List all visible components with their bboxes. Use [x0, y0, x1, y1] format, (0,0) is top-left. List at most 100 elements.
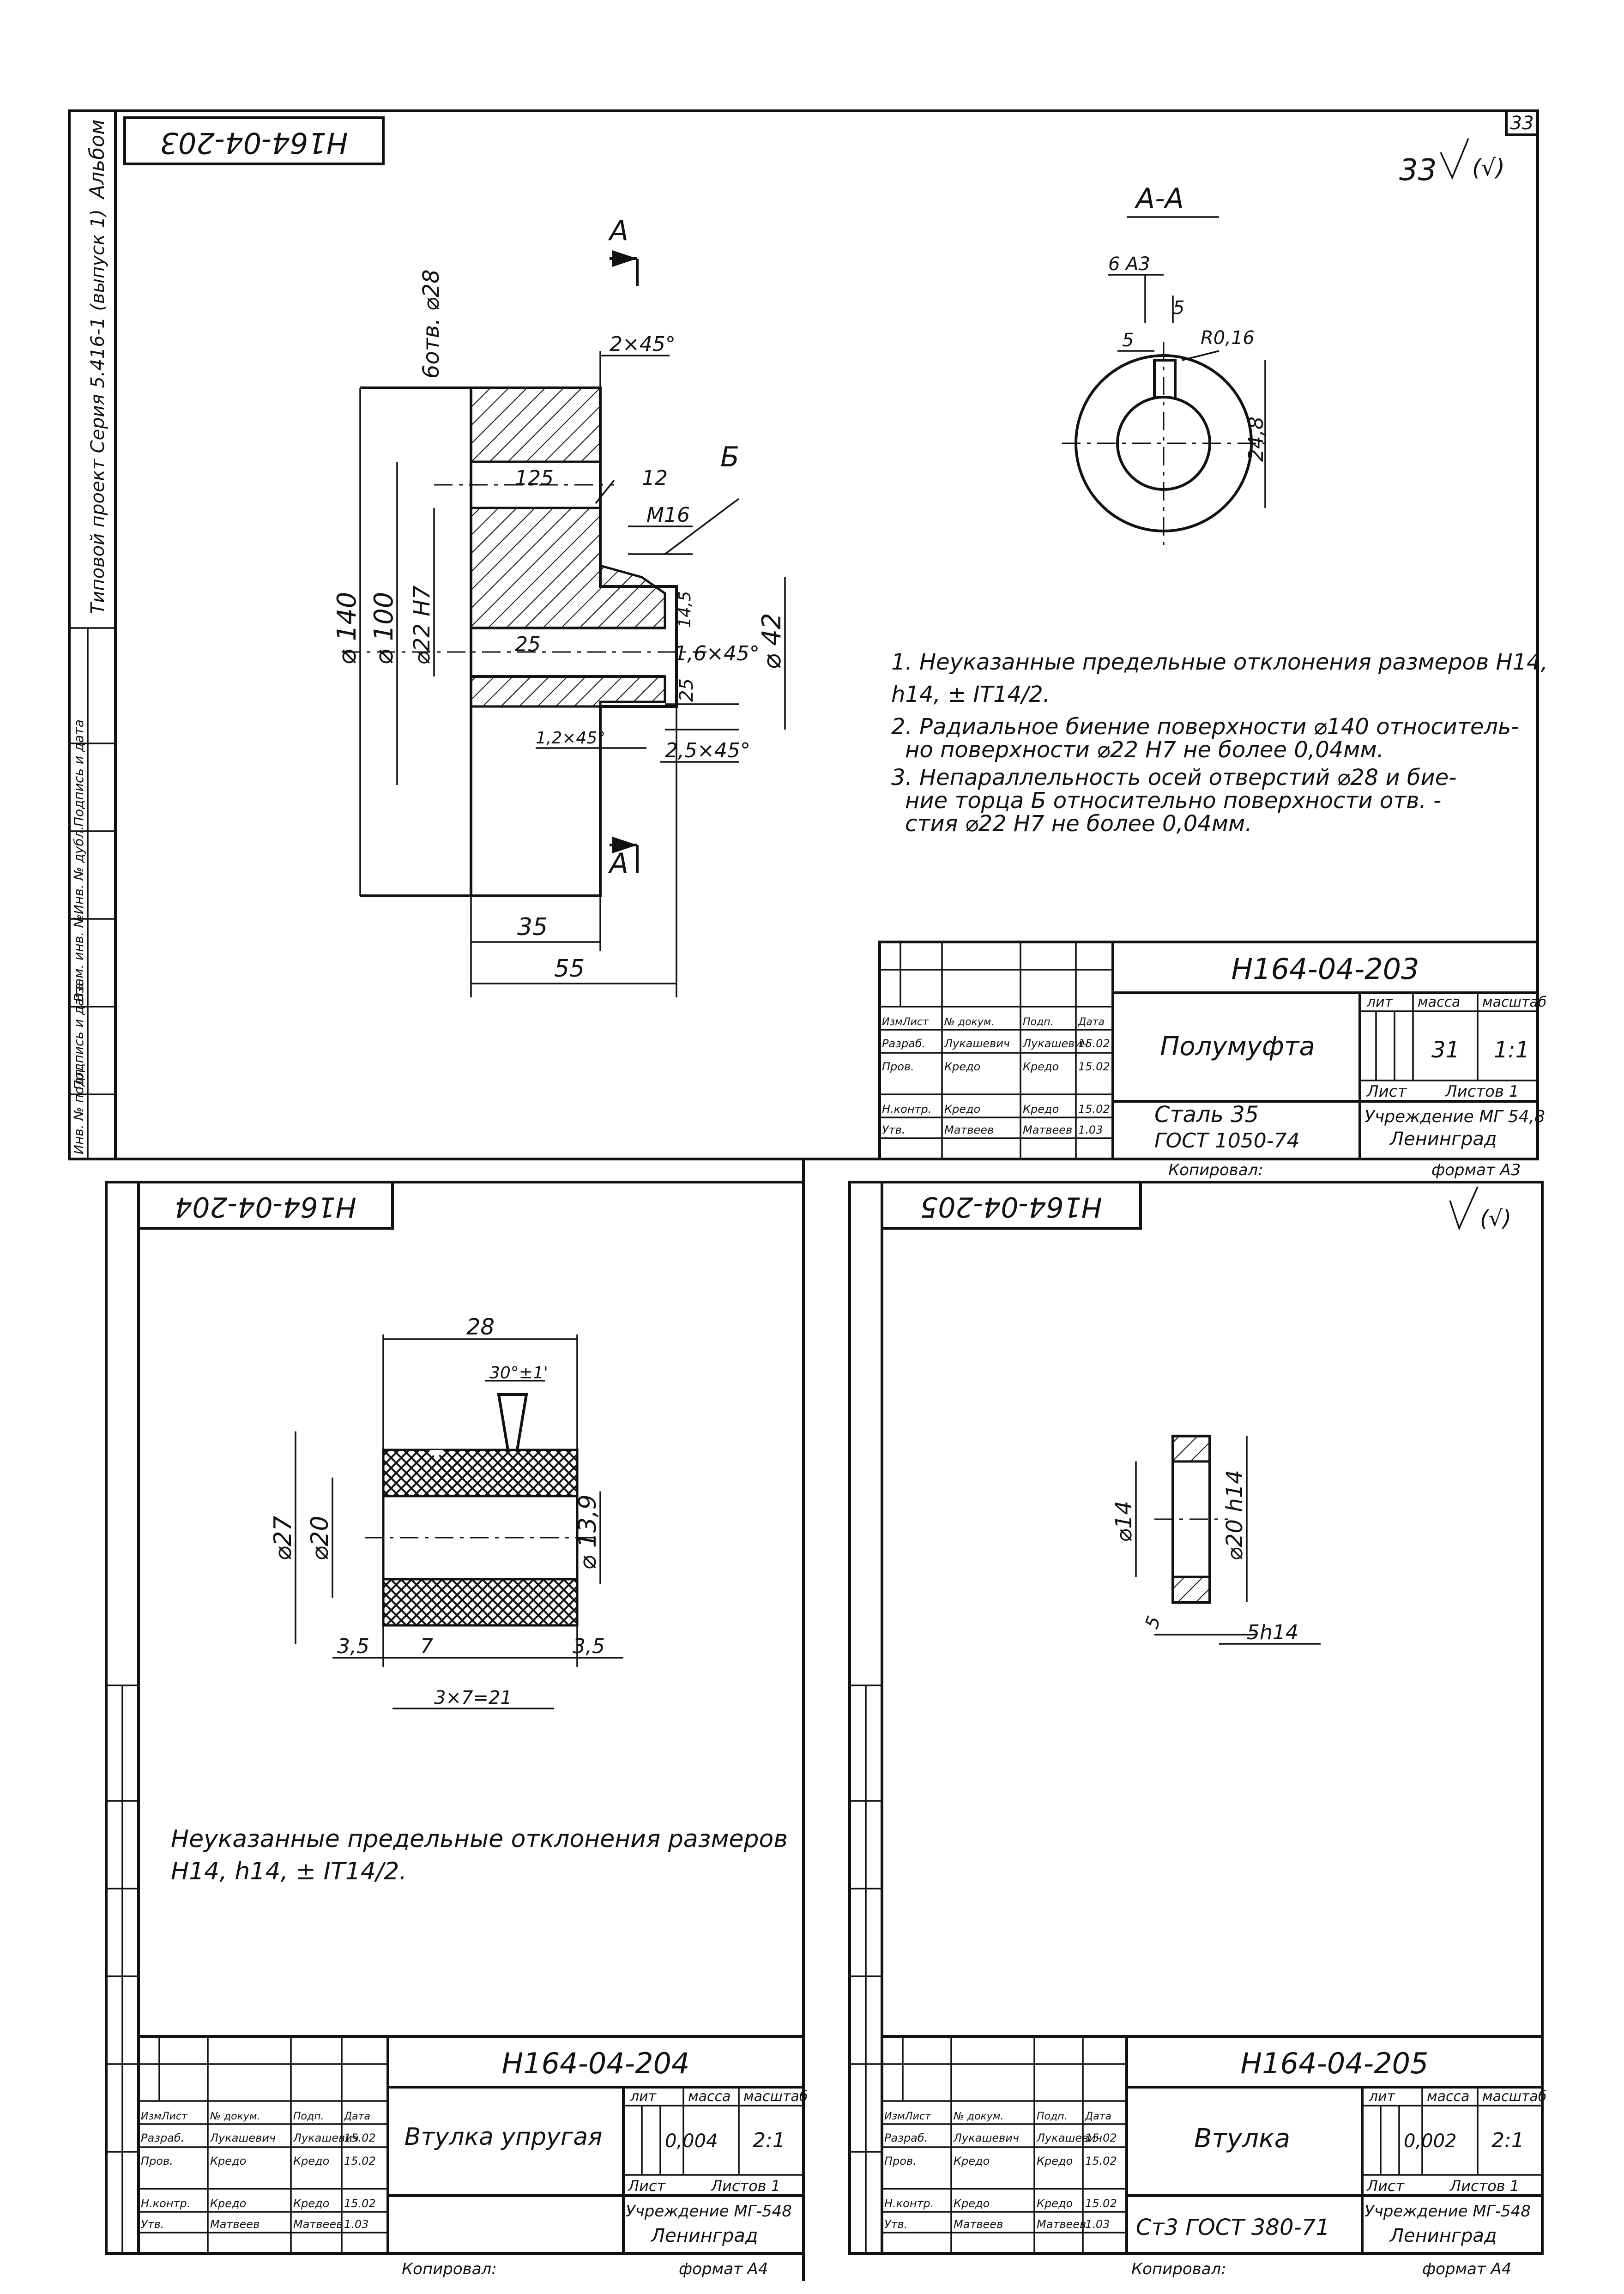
sheet-203: 33 Альбом Типовой проект Серия 5.416-1 (… [68, 109, 1548, 1179]
drawing-text: Разраб. [882, 1037, 925, 1050]
tb-org: Учреждение МГ-548 [626, 2202, 792, 2221]
dim-d20-h14: ⌀20 h14 [1222, 1470, 1248, 1561]
drawing-text: № докум. [944, 1016, 994, 1028]
drawing-text: Дата [1085, 2111, 1111, 2122]
tb-sheet: Лист [1366, 1082, 1407, 1101]
title-block-205: Н164-04-205 Втулка Ст3 ГОСТ 380-71 лит м… [881, 2035, 1546, 2278]
dim-d100: ⌀ 100 [369, 592, 399, 665]
tb-row: Пров. Кредо Кредо 15.02 [882, 1060, 1110, 1073]
drawing-text: Лукашевич [293, 2131, 359, 2144]
drawing-text: Матвеев [1037, 2218, 1086, 2231]
drawing-text: Н164-04-204 [175, 1190, 356, 1223]
dim-6-a3: 6 А3 [1108, 254, 1150, 275]
bushing-view: ⌀14 ⌀20 h14 5 5h14 [1111, 1435, 1321, 1645]
drawing-text: Матвеев [210, 2218, 260, 2231]
note-line: стия ⌀22 Н7 не более 0,04мм. [905, 811, 1252, 837]
label-b: Б [720, 441, 739, 473]
tb-mass: 0,002 [1404, 2131, 1457, 2152]
tb-org: Учреждение МГ 54,8 [1364, 1107, 1545, 1126]
dim-d140: ⌀ 140 [332, 592, 362, 665]
dim-chamfer-16: 1,6×45° [674, 642, 760, 665]
tb-lit: лит [630, 2089, 657, 2105]
drawing-text: Кредо [954, 2197, 990, 2210]
dim-d27: ⌀27 [269, 1516, 297, 1561]
tb-name: Втулка [1194, 2124, 1290, 2154]
drawing-text: Лист [905, 2111, 931, 2122]
side-label-4: Инв. № дубл. [71, 826, 86, 914]
drawing-text: 1.03 [1078, 1123, 1103, 1136]
side-stamp-column [106, 1684, 139, 2253]
tb-name: Полумуфта [1160, 1032, 1315, 1062]
drawing-text: Пров. [141, 2155, 173, 2167]
drawing-text: Матвеев [293, 2218, 343, 2231]
dim-bolt-holes: 6отв. ⌀28 [418, 269, 444, 379]
drawing-text: Н.контр. [884, 2197, 934, 2210]
section-title: А-А [1134, 182, 1184, 215]
note-line: 2. Радиальное биение поверхности ⌀140 от… [891, 714, 1519, 740]
drawing-text: Утв. [141, 2218, 164, 2231]
tb-format: формат А3 [1431, 1161, 1521, 1179]
dim-3-5-b: 3,5 [573, 1635, 605, 1658]
drawing-text: Кредо [210, 2197, 246, 2210]
tb-row: Разраб. Лукашевич Лукашевич 15.02 [884, 2131, 1117, 2144]
drawing-text: Лукашевич [1036, 2131, 1102, 2144]
drawing-text: Матвеев [944, 1123, 994, 1136]
tb-mass-h: масса [1418, 994, 1460, 1010]
tb-name: Втулка упругая [404, 2123, 603, 2151]
side-album-label: Альбом [85, 120, 109, 200]
side-stamp-column [850, 1684, 882, 2253]
note-line: ние торца Б относительно поверхности отв… [905, 788, 1441, 814]
code-stamp-205: Н164-04-205 [881, 1181, 1142, 1230]
side-label-5: Подпись и дата [71, 719, 86, 827]
drawing-text: Кредо [1037, 2197, 1073, 2210]
dim-3-5-a: 3,5 [337, 1635, 369, 1658]
dim-5-a: 5 [1122, 330, 1134, 351]
drawing-text: Матвеев [1023, 1123, 1072, 1136]
drawing-text: Кредо [944, 1103, 980, 1116]
drawing-text: Кредо [944, 1060, 980, 1073]
side-label-1: Инв. № подл. [71, 1065, 86, 1154]
drawing-text: Подп. [293, 2111, 324, 2122]
tb-sheets: Листов 1 [1444, 1082, 1519, 1101]
tb-code: Н164-04-205 [1241, 2046, 1429, 2080]
sheet-204: Н164-04-204 28 30°±1' ⌀27 ⌀20 ⌀ 13,9 3,5 [105, 1159, 808, 2281]
drawing-text: 1.03 [1085, 2218, 1110, 2231]
drawing-text: Разраб. [141, 2131, 184, 2144]
tb-scale: 2:1 [1491, 2129, 1524, 2152]
drawing-text: (√) [1480, 1206, 1511, 1232]
drawing-text: Кредо [293, 2155, 329, 2167]
drawing-text: Изм. [884, 2111, 908, 2122]
section-mark-bottom: А [608, 847, 628, 880]
dim-d22: ⌀22 Н7 [409, 586, 435, 665]
dim-14-5: 14,5 [676, 591, 694, 628]
tb-mass-h: масса [688, 2089, 730, 2105]
drawing-text: Н.контр. [882, 1103, 931, 1116]
tb-row: Утв. Матвеев Матвеев 1.03 [884, 2218, 1110, 2231]
drawing-text: Лукашевич [953, 2131, 1019, 2144]
tb-sheets: Листов 1 [711, 2177, 780, 2195]
tb-lit: лит [1369, 2089, 1396, 2105]
dim-r016: R0,16 [1201, 327, 1255, 349]
dim-r125: 125 [515, 466, 554, 490]
note-line: 3. Непараллельность осей отверстий ⌀28 и… [891, 765, 1457, 791]
drawing-text: Кредо [1037, 2155, 1073, 2167]
tb-mass-h: масса [1427, 2089, 1469, 2105]
dim-24-8: 24,8 [1244, 417, 1268, 462]
dim-5h14: 5h14 [1247, 1621, 1298, 1644]
drawing-text: № докум. [210, 2111, 260, 2122]
drawing-text: Пров. [884, 2155, 917, 2167]
dim-chamfer-12: 1,2×45° [536, 729, 605, 748]
drawing-text: 15.02 [1078, 1060, 1110, 1073]
tb-format: формат А4 [1422, 2260, 1511, 2278]
tb-row: Разраб. Лукашевич Лукашевич 15.02 [882, 1037, 1110, 1050]
drawing-text: Н164-04-205 [920, 1190, 1102, 1223]
tb-material-2: ГОСТ 1050-74 [1154, 1129, 1300, 1153]
drawing-text: Кредо [1023, 1060, 1059, 1073]
side-label-2: Подпись и дата [71, 983, 86, 1090]
dim-chamfer-25: 2,5×45° [665, 739, 750, 762]
tb-copied: Копировал: [1168, 1161, 1263, 1179]
notes-203: 1. Неуказанные предельные отклонения раз… [891, 649, 1548, 837]
drawing-text: Кредо [293, 2197, 329, 2210]
roughness-symbol: (√) [1440, 138, 1505, 181]
